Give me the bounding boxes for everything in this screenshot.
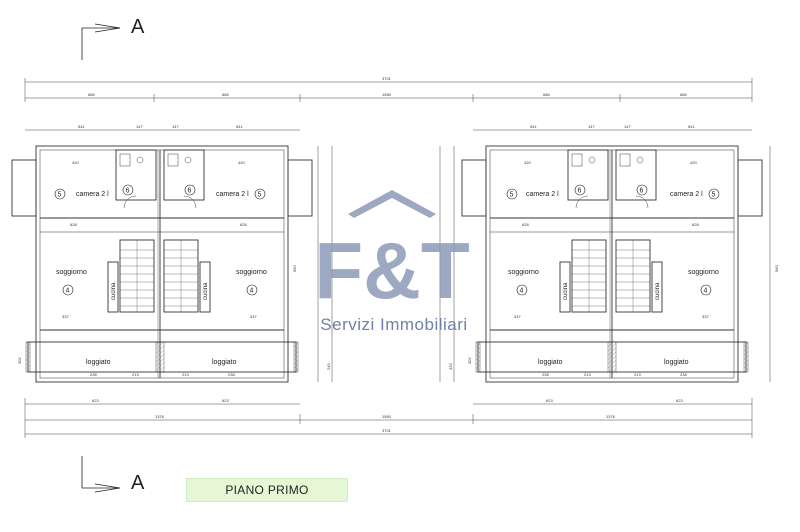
room-label-right-loggiato-a: loggiato — [538, 359, 563, 366]
dim-right-213-a: 213 — [584, 372, 591, 377]
room-number-left-camera-b: 5 — [258, 192, 262, 199]
dim-building-left: 1376 — [155, 414, 165, 419]
room-label-left-cucina-a: cucina — [111, 282, 117, 300]
room-number-right-soggiorno-b: 4 — [704, 288, 708, 295]
dim-left-147-a: 147 — [136, 124, 143, 129]
dim-right-337-b: 337 — [702, 314, 709, 319]
dim-inner-bottom: 1550 — [382, 414, 392, 419]
dim-left-302: 302 — [17, 357, 22, 364]
dim-right-560: 560 — [774, 265, 779, 272]
dim-seg-1: 686 — [88, 92, 95, 97]
dim-seg-2: 686 — [222, 92, 229, 97]
room-label-right-camera-a: camera 2 l — [526, 191, 559, 198]
dim-mid-245: 245 — [326, 363, 331, 370]
room-label-left-camera-a: camera 2 l — [76, 191, 109, 198]
bottom-dimension-lines — [24, 398, 753, 438]
room-number-left-bath-b: 6 — [188, 188, 192, 195]
room-label-left-cucina-b: cucina — [203, 282, 209, 300]
room-label-left-soggiorno-a: soggiorno — [56, 269, 87, 276]
dim-left-337-b: 337 — [250, 314, 257, 319]
dim-right-628-a: 628 — [522, 222, 529, 227]
dim-log-right-b: 623 — [676, 398, 683, 403]
room-number-right-soggiorno-a: 4 — [520, 288, 524, 295]
section-label-bottom: A — [131, 472, 145, 494]
dim-right-147-b: 147 — [624, 124, 631, 129]
room-label-right-camera-b: camera 2 l — [670, 191, 703, 198]
top-dimension-lines — [24, 78, 753, 131]
dim-log-right-a: 623 — [546, 398, 553, 403]
dim-right-420-b: 420 — [690, 160, 697, 165]
dim-log-left-b: 623 — [222, 398, 229, 403]
section-label-top: A — [131, 16, 145, 38]
room-label-left-loggiato-b: loggiato — [212, 359, 237, 366]
building-left — [11, 145, 313, 383]
dim-right-541-a: 541 — [530, 124, 537, 129]
watermark-logo-text: F&T — [314, 226, 470, 315]
room-number-left-soggiorno-b: 4 — [250, 288, 254, 295]
dim-left-238-b: 238 — [228, 372, 235, 377]
room-label-left-soggiorno-b: soggiorno — [236, 269, 267, 276]
dim-overall-top: 3701 — [382, 76, 392, 81]
room-number-right-camera-b: 5 — [712, 192, 716, 199]
room-label-left-camera-b: camera 2 l — [216, 191, 249, 198]
sheet-title: PIANO PRIMO — [186, 478, 348, 502]
dim-seg-3: 1550 — [382, 92, 392, 97]
house-roof-icon — [348, 190, 436, 218]
dim-right-337-a: 337 — [514, 314, 521, 319]
room-label-right-cucina-b: cucina — [655, 282, 661, 300]
room-number-right-bath-a: 6 — [578, 188, 582, 195]
dim-seg-4: 686 — [543, 92, 550, 97]
watermark-logo: F&T — [314, 190, 470, 315]
dim-right-147-a: 147 — [588, 124, 595, 129]
section-mark-bottom — [81, 456, 121, 493]
dim-right-420-a: 420 — [524, 160, 531, 165]
building-right — [461, 145, 763, 383]
dim-right-302: 302 — [467, 357, 472, 364]
room-label-right-loggiato-b: loggiato — [664, 359, 689, 366]
dim-left-420-a: 420 — [72, 160, 79, 165]
dim-log-left-a: 623 — [92, 398, 99, 403]
dim-overall-bottom: 3701 — [382, 428, 392, 433]
watermark-tagline: Servizi Immobiliari — [320, 315, 467, 334]
middle-vertical-dimensions — [317, 146, 771, 382]
dim-left-560: 560 — [292, 265, 297, 272]
dim-right-541-b: 541 — [688, 124, 695, 129]
dim-left-541-b: 541 — [236, 124, 243, 129]
dim-left-147-b: 147 — [172, 124, 179, 129]
room-number-left-bath-a: 6 — [126, 188, 130, 195]
room-label-left-loggiato-a: loggiato — [86, 359, 111, 366]
dim-left-420-b: 420 — [238, 160, 245, 165]
dim-building-right: 1376 — [606, 414, 616, 419]
section-mark-top — [81, 23, 121, 60]
dim-right-238-a: 238 — [542, 372, 549, 377]
room-label-right-cucina-a: cucina — [563, 282, 569, 300]
room-number-right-camera-a: 5 — [510, 192, 514, 199]
room-number-left-camera-a: 5 — [58, 192, 62, 199]
dim-left-337-a: 337 — [62, 314, 69, 319]
dim-left-213-a: 213 — [132, 372, 139, 377]
dim-left-213-b: 213 — [182, 372, 189, 377]
room-number-right-bath-b: 6 — [640, 188, 644, 195]
dim-left-541-a: 541 — [78, 124, 85, 129]
dim-right-628-b: 628 — [692, 222, 699, 227]
dim-seg-5: 686 — [680, 92, 687, 97]
dim-left-628-b: 628 — [240, 222, 247, 227]
room-label-right-soggiorno-a: soggiorno — [508, 269, 539, 276]
dim-right-238-b: 238 — [680, 372, 687, 377]
dim-left-238-a: 238 — [90, 372, 97, 377]
dim-mid-333: 333 — [448, 363, 453, 370]
dim-left-628-a: 628 — [70, 222, 77, 227]
room-number-left-soggiorno-a: 4 — [66, 288, 70, 295]
dim-right-213-b: 213 — [634, 372, 641, 377]
room-label-right-soggiorno-b: soggiorno — [688, 269, 719, 276]
